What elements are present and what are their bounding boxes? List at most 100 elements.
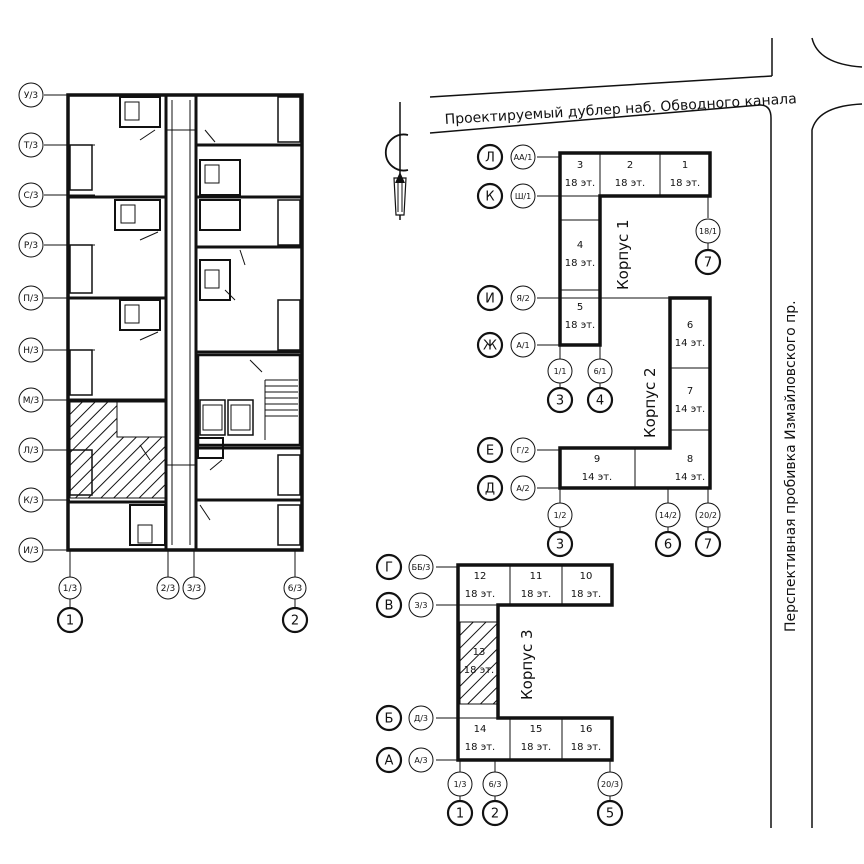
floor-plan-row-axis-text: Н/3 bbox=[23, 346, 39, 356]
corpus-2-section-floors: 14 эт. bbox=[675, 338, 705, 349]
corpus-1-axis-main-text: К bbox=[485, 190, 494, 205]
corpus-3-axis-main-text: В bbox=[385, 599, 394, 614]
corpus-3-axis-sub: А/3 bbox=[408, 747, 434, 773]
corpus-2-label: Корпус 2 bbox=[641, 367, 659, 438]
floor-plan-col-axis: 3/3 bbox=[182, 576, 206, 600]
floor-plan-row-axis: Р/3 bbox=[18, 232, 44, 258]
floor-plan-main-axis-text: 2 bbox=[291, 614, 299, 629]
corpus-3-axis-sub: Д/3 bbox=[408, 705, 434, 731]
floor-plan-row-axis: К/3 bbox=[18, 487, 44, 513]
corpus-1-section-number: 1 bbox=[682, 160, 688, 171]
corpus-3-section-floors: 18 эт. bbox=[571, 589, 601, 600]
corpus-1-axis-main-text: И bbox=[485, 292, 495, 307]
corpus-2-section-number: 9 bbox=[594, 454, 600, 465]
corpus-3-bottom-axis-main-text: 1 bbox=[456, 807, 464, 822]
floor-plan-row-axis-text: И/3 bbox=[23, 546, 39, 556]
corpus-2-axis-main-text: Д bbox=[485, 482, 495, 497]
corpus-3-axis-main: Б bbox=[375, 704, 403, 732]
corpus-3-axis-sub-text: Д/3 bbox=[414, 714, 428, 723]
corpus-3-axis-main-text: А bbox=[385, 754, 394, 769]
corpus-3-bottom-axis-main: 5 bbox=[596, 799, 624, 827]
floor-plan-row-axis-text: Р/3 bbox=[24, 241, 38, 251]
corpus-1-axis-sub-text: А/1 bbox=[516, 341, 529, 350]
floor-plan-row-axis: М/3 bbox=[18, 387, 44, 413]
corpus-3-section-floors: 18 эт. bbox=[571, 742, 601, 753]
corpus-1-section-floors: 18 эт. bbox=[565, 258, 595, 269]
floor-plan-col-axis-text: 2/3 bbox=[161, 584, 175, 594]
corpus-2-axis-sub: Г/2 bbox=[510, 437, 536, 463]
corpus-3-section-floors: 18 эт. bbox=[464, 665, 494, 676]
corpus-1-bottom-axis-sub: 6/1 bbox=[587, 358, 613, 384]
floor-plan-row-axis-text: К/3 bbox=[23, 496, 38, 506]
corpus-2-axis-main: Е bbox=[476, 436, 504, 464]
corpus-3-bottom-axis-main: 2 bbox=[481, 799, 509, 827]
corpus-3-hatched-section bbox=[459, 621, 499, 705]
corpus-2-bottom-axis-sub: 1/2 bbox=[547, 502, 573, 528]
corpus-3-section-floors: 18 эт. bbox=[465, 589, 495, 600]
corpus-1-axis-sub: АА/1 bbox=[510, 144, 536, 170]
corpus-1-axis-sub: А/1 bbox=[510, 332, 536, 358]
corpus-3-section-number: 14 bbox=[474, 724, 487, 735]
floor-plan-row-axis: Т/3 bbox=[18, 132, 44, 158]
corpus-2-section: 614 эт. bbox=[675, 320, 705, 349]
corpus-3-section: 14 18 эт. bbox=[465, 724, 495, 753]
corpus-1-label: Корпус 1 bbox=[614, 219, 632, 290]
corpus-2-bottom-axis-sub-text: 1/2 bbox=[554, 511, 567, 520]
corpus-1-axis-main: И bbox=[476, 284, 504, 312]
floor-plan-outline bbox=[66, 93, 304, 552]
floor-plan-col-axis: 6/3 bbox=[283, 576, 307, 600]
floor-plan-main-axis: 2 bbox=[281, 606, 309, 634]
corpus-2-bottom-axis-main: 7 bbox=[694, 530, 722, 558]
corpus-2-bottom-axis-sub-text: 20/2 bbox=[699, 511, 717, 520]
corpus-1-section-number: 2 bbox=[627, 160, 633, 171]
corpus-1-right-axis-main-text: 7 bbox=[704, 256, 712, 271]
corpus-2-section-floors: 14 эт. bbox=[582, 472, 612, 483]
corpus-1-bottom-axis-main-text: 3 bbox=[556, 394, 564, 409]
floor-plan-row-axis-text: У/3 bbox=[24, 91, 38, 101]
corpus-1-bottom-axis-sub: 1/1 bbox=[547, 358, 573, 384]
corpus-2-section: 814 эт. bbox=[675, 454, 705, 483]
floor-plan-row-axis-text: Т/3 bbox=[23, 141, 38, 151]
corpus-1-bottom-axis-sub-text: 6/1 bbox=[594, 367, 607, 376]
corpus-1-section: 318 эт. bbox=[565, 160, 595, 189]
corpus-1-axis-sub-text: Я/2 bbox=[516, 294, 529, 303]
corpus-1-axis-sub: Я/2 bbox=[510, 285, 536, 311]
street-top-label: Проектируемый дублер наб. Обводного кана… bbox=[444, 91, 797, 128]
north-arrow-icon bbox=[384, 102, 409, 220]
corpus-3-bottom-axis-main-text: 5 bbox=[606, 807, 614, 822]
floor-plan-col-axis-text: 1/3 bbox=[63, 584, 77, 594]
floor-plan-stair-core bbox=[196, 353, 302, 459]
corpus-3-bottom-axis-sub: 20/3 bbox=[597, 771, 623, 797]
corpus-2-section: 714 эт. bbox=[675, 386, 705, 415]
corpus-1-section: 418 эт. bbox=[565, 240, 595, 269]
building-axis-lines bbox=[436, 156, 710, 802]
corpus-1-axis-sub: Ш/1 bbox=[510, 183, 536, 209]
corpus-3-axis-main: А bbox=[375, 746, 403, 774]
corpus-2-section: 9 14 эт. bbox=[582, 454, 612, 483]
corpus-2-bottom-axis-sub: 14/2 bbox=[655, 502, 681, 528]
corpus-1-axis-main: К bbox=[476, 182, 504, 210]
floor-plan-row-axis: Н/3 bbox=[18, 337, 44, 363]
corpus-3-section-floors: 18 эт. bbox=[465, 742, 495, 753]
corpus-3-section-number: 10 bbox=[580, 571, 593, 582]
floor-plan-row-axis-text: Л/3 bbox=[23, 446, 39, 456]
corpus-3-axis-sub: З/3 bbox=[408, 592, 434, 618]
corpus-1-section: 218 эт. bbox=[615, 160, 645, 189]
corpus-2-section-floors: 14 эт. bbox=[675, 472, 705, 483]
corpus-1-section-number: 5 bbox=[577, 302, 583, 313]
floor-plan-row-axis-text: М/3 bbox=[23, 396, 40, 406]
corpus-1-axis-sub-text: Ш/1 bbox=[515, 192, 531, 201]
corpus-2-bottom-axis-sub-text: 14/2 bbox=[659, 511, 677, 520]
corpus-1-section: 5 18 эт. bbox=[565, 302, 595, 331]
corpus-3-bottom-axis-sub-text: 6/3 bbox=[489, 780, 502, 789]
corpus-1-bottom-axis-sub-text: 1/1 bbox=[554, 367, 567, 376]
corpus-1-right-axis-main: 7 bbox=[694, 248, 722, 276]
corpus-1-section-floors: 18 эт. bbox=[565, 320, 595, 331]
floor-plan-row-axis: Л/3 bbox=[18, 437, 44, 463]
